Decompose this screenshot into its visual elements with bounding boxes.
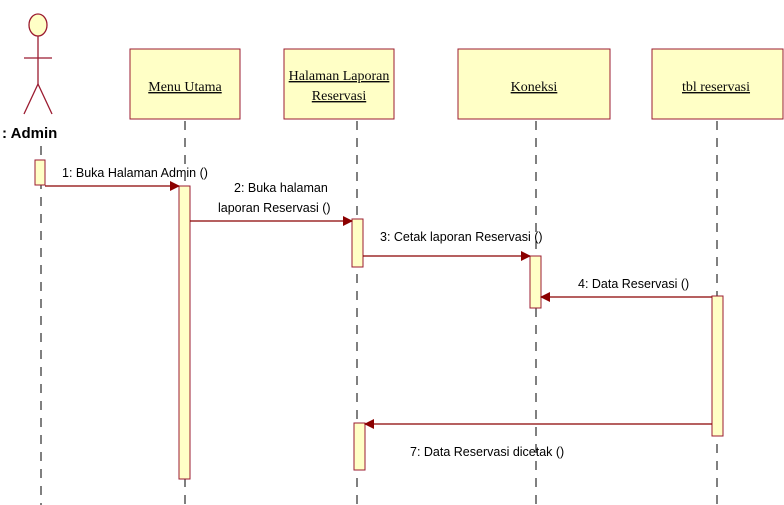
object-label-line-2: Reservasi xyxy=(312,89,367,104)
object-box xyxy=(457,48,611,120)
message-label: 3: Cetak laporan Reservasi () xyxy=(380,230,543,244)
message-1: 1: Buka Halaman Admin () xyxy=(45,166,208,191)
object-box xyxy=(651,48,784,120)
actor-head xyxy=(28,13,48,37)
object-menu-utama: Menu Utama xyxy=(129,48,241,120)
activations xyxy=(34,159,724,480)
message-label-line-1: 2: Buka halaman xyxy=(234,181,328,195)
message-7: 7: Data Reservasi dicetak () xyxy=(364,419,712,459)
message-label: 1: Buka Halaman Admin () xyxy=(62,166,208,180)
actor-label: : Admin xyxy=(2,125,57,142)
activation-halaman-2 xyxy=(353,422,366,471)
activation-koneksi xyxy=(529,255,542,309)
activation-admin xyxy=(34,159,46,186)
object-tbl-reservasi: tbl reservasi xyxy=(651,48,784,120)
activation-halaman-1 xyxy=(351,218,364,268)
object-label: Koneksi xyxy=(511,80,558,95)
object-box xyxy=(283,48,395,120)
actor-leg-right xyxy=(37,83,53,115)
actor-leg-left xyxy=(23,83,39,115)
activation-menu-utama xyxy=(178,185,191,480)
object-label: Menu Utama xyxy=(148,80,222,95)
message-4: 4: Data Reservasi () xyxy=(540,277,712,302)
object-label-line-1: Halaman Laporan xyxy=(289,69,390,84)
object-box xyxy=(129,48,241,120)
message-label-line-2: laporan Reservasi () xyxy=(218,201,331,215)
object-label: tbl reservasi xyxy=(682,80,750,95)
object-halaman-laporan-reservasi: Halaman Laporan Reservasi xyxy=(283,48,395,120)
message-label: 4: Data Reservasi () xyxy=(578,277,689,291)
message-label: 7: Data Reservasi dicetak () xyxy=(410,445,564,459)
message-2: 2: Buka halaman laporan Reservasi () xyxy=(190,181,353,226)
actor-admin xyxy=(23,13,53,115)
object-koneksi: Koneksi xyxy=(457,48,611,120)
message-3: 3: Cetak laporan Reservasi () xyxy=(363,230,543,261)
activation-tbl-reservasi xyxy=(711,295,724,437)
